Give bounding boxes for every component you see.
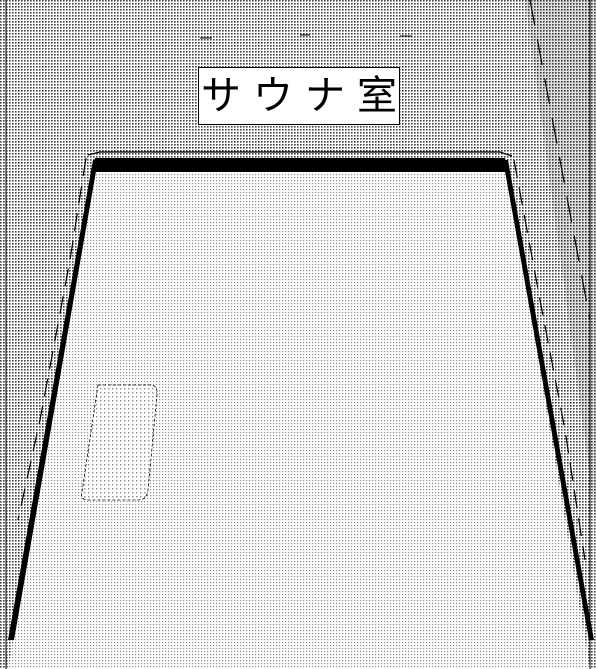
wall-shadow — [525, 0, 596, 520]
sauna-room-sign: サウナ室 — [198, 67, 400, 125]
sauna-door-icon[interactable] — [8, 162, 590, 669]
door-frame-outline-right — [513, 159, 586, 561]
door-frame-left — [8, 160, 98, 640]
wall-edge-line — [529, 0, 591, 321]
door-frame-outline-left — [17, 157, 87, 521]
door-frame-right — [503, 160, 594, 640]
doormat-icon[interactable] — [81, 384, 158, 501]
sign-label: サウナ室 — [201, 73, 409, 119]
door-frame-outline-top — [87, 151, 513, 157]
door-frame-top — [93, 158, 507, 172]
